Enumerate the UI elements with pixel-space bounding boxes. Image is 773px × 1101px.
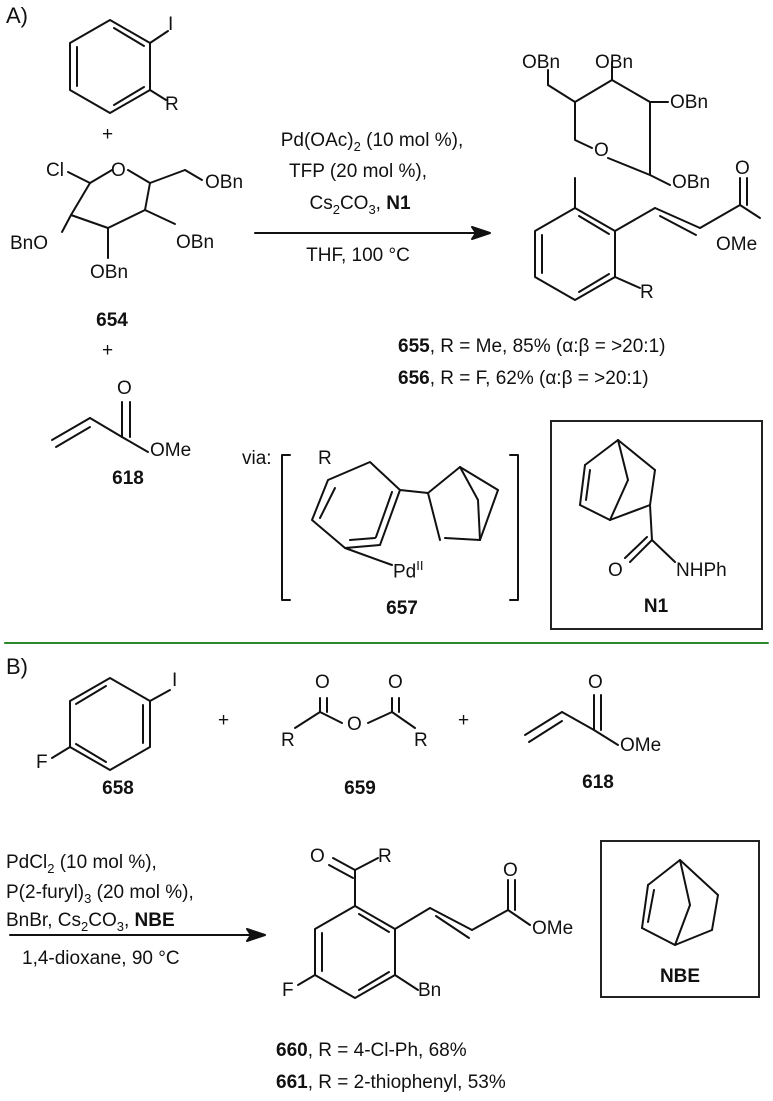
a-product-obn-4: OBn [672,172,711,193]
a-product-obn-3: OBn [670,92,709,113]
result-656: 656, R = F, 62% (α:β = >20:1) [398,368,649,389]
b-anhydride [294,697,416,729]
section-a-label: A) [6,3,28,28]
a-reaction-arrow [254,226,491,240]
n1-nhph: NHPh [676,560,727,581]
a-ring-oxygen: O [111,160,126,181]
anhydride-r-2: R [414,730,428,751]
palladacycle-r: R [318,448,332,469]
a-iodine-label: I [168,14,174,35]
b-product-carbonyl-o: O [503,860,518,881]
n1-box [550,420,763,630]
a-product-obn-2: OBn [595,52,634,73]
a-side-obn: OBn [205,172,244,193]
nbe-box [600,840,760,998]
nbe-label: NBE [659,966,701,987]
a-condition-ligand: TFP (20 mol %), [289,161,427,182]
anhydride-bridge-o: O [347,714,362,735]
palladium-label: PdII [393,558,424,583]
a-product [534,61,761,301]
anhydride-o-1: O [315,672,330,693]
a-aryl-iodide-ring [69,19,169,114]
b-reaction-arrow [9,928,266,942]
a-glycosyl-ring [61,169,203,259]
anhydride-o-2: O [388,672,403,693]
via-label: via: [242,448,272,469]
b-acrylate [524,694,619,746]
a-aryl-r-label: R [165,94,179,115]
b-condition-catalyst: PdCl2 (10 mol %), [6,852,157,876]
result-660: 660, R = 4-Cl-Ph, 68% [276,1040,467,1061]
a-chloride-label: Cl [46,160,64,181]
a-product-ome: OMe [716,234,758,255]
a-product-ring-oxygen: O [594,140,609,161]
compound-618-label-b: 618 [582,772,614,793]
a-acrylate [51,401,149,453]
b-product [297,857,531,999]
a-product-obn-1: OBn [522,52,561,73]
anhydride-r-1: R [281,730,295,751]
n1-carbonyl-o: O [608,560,623,581]
a-n1-ligand [579,439,676,563]
section-b-label: B) [6,654,28,679]
a-product-r: R [640,282,654,303]
a-product-carbonyl-o: O [735,158,750,179]
a-acrylate-oxygen: O [117,378,132,399]
b-acrylate-oxygen: O [588,672,603,693]
n1-label: N1 [643,596,669,617]
a-palladacycle [281,454,519,601]
b-product-bn: Bn [418,980,442,1001]
b-norbornene [641,859,719,946]
a-condition-catalyst: Pd(OAc)2 (10 mol %), [280,130,464,154]
b-condition-solvent: 1,4-dioxane, 90 °C [22,948,180,969]
a-condition-solvent: THF, 100 °C [306,245,410,266]
compound-659-label: 659 [344,778,376,799]
compound-618-label-a: 618 [112,468,144,489]
b-iodine-label: I [172,670,178,691]
b-fluoro-iodo-ring [51,677,171,771]
b-condition-ligand: P(2-furyl)3 (20 mol %), [6,882,194,906]
b-product-f: F [282,980,294,1001]
a-right-obn: OBn [176,232,215,253]
b-fluorine-label: F [36,752,48,773]
compound-654-label: 654 [96,310,128,331]
a-left-bno: BnO [10,233,49,254]
b-product-ketone-o: O [310,846,325,867]
b-product-r: R [378,846,392,867]
b-condition-additives: BnBr, Cs2CO3, NBE [6,910,175,934]
a-condition-base: Cs2CO3, N1 [309,193,411,217]
b-product-ome: OMe [532,918,574,939]
a-plus-2: + [102,340,114,361]
a-acrylate-ome: OMe [150,440,192,461]
b-plus-1: + [218,710,230,731]
b-acrylate-ome: OMe [620,735,662,756]
compound-657-label: 657 [386,598,418,619]
compound-658-label: 658 [102,778,134,799]
result-655: 655, R = Me, 85% (α:β = >20:1) [398,336,666,357]
result-661: 661, R = 2-thiophenyl, 53% [276,1072,506,1093]
b-plus-2: + [458,710,470,731]
a-plus-1: + [102,124,114,145]
a-bottom-obn: OBn [90,262,129,283]
